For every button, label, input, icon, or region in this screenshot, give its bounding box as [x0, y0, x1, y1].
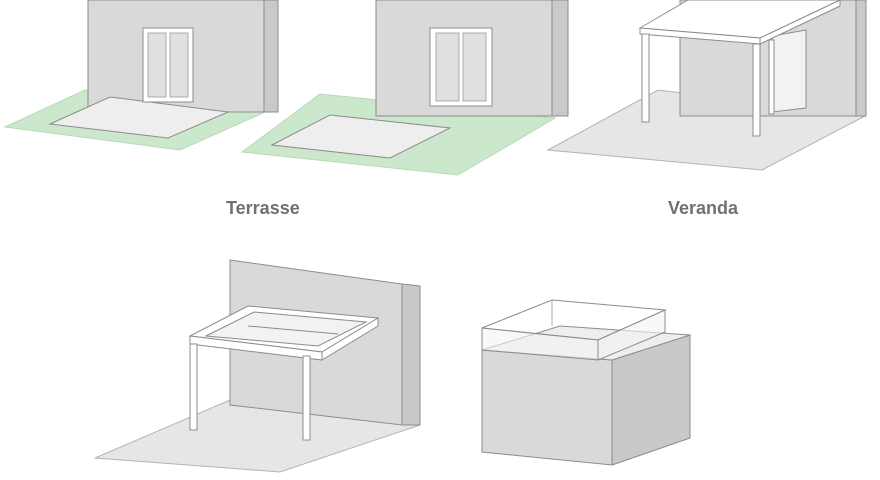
- veranda-icon: [546, 0, 867, 171]
- rooftop-terrace-icon: [481, 299, 691, 466]
- door-icon: [142, 27, 194, 103]
- terrace-large-icon: [240, 0, 569, 176]
- terrace-small-icon: [3, 0, 279, 151]
- pergola-icon: [94, 259, 421, 473]
- terrace-label: Terrasse: [226, 198, 300, 218]
- door-icon: [429, 27, 493, 107]
- veranda-label: Veranda: [668, 198, 739, 218]
